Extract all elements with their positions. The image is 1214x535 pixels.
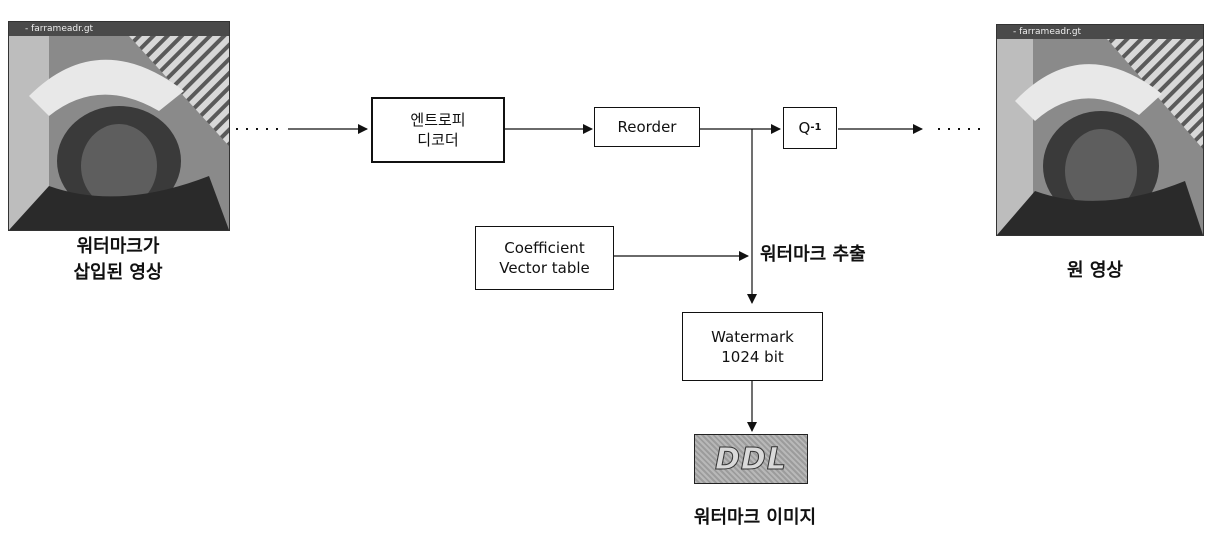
original-image-caption: 원 영상: [1040, 258, 1150, 284]
entropy-decoder-block: 엔트로피 디코더: [371, 97, 505, 163]
inverse-quantizer-block: Q-1: [783, 107, 837, 149]
watermarked-image-titlebar: - farrameadr.gt: [9, 22, 229, 36]
original-image-content: [997, 39, 1203, 235]
watermarked-image-caption: 워터마크가 삽입된 영상: [30, 234, 206, 286]
inverse-quantizer-exponent: -1: [810, 118, 821, 138]
watermark-block: Watermark 1024 bit: [682, 312, 823, 381]
watermark-image-caption: 워터마크 이미지: [660, 505, 850, 531]
reorder-block: Reorder: [594, 107, 700, 147]
original-image: - farrameadr.gt: [996, 24, 1204, 236]
coefficient-table-block: Coefficient Vector table: [475, 226, 614, 290]
extract-label: 워터마크 추출: [760, 242, 866, 268]
watermarked-image: - farrameadr.gt: [8, 21, 230, 231]
inverse-quantizer-symbol: Q: [799, 118, 811, 138]
watermark-logo-image: DDL: [694, 434, 808, 484]
original-image-titlebar: - farrameadr.gt: [997, 25, 1203, 39]
watermarked-image-content: [9, 36, 229, 230]
